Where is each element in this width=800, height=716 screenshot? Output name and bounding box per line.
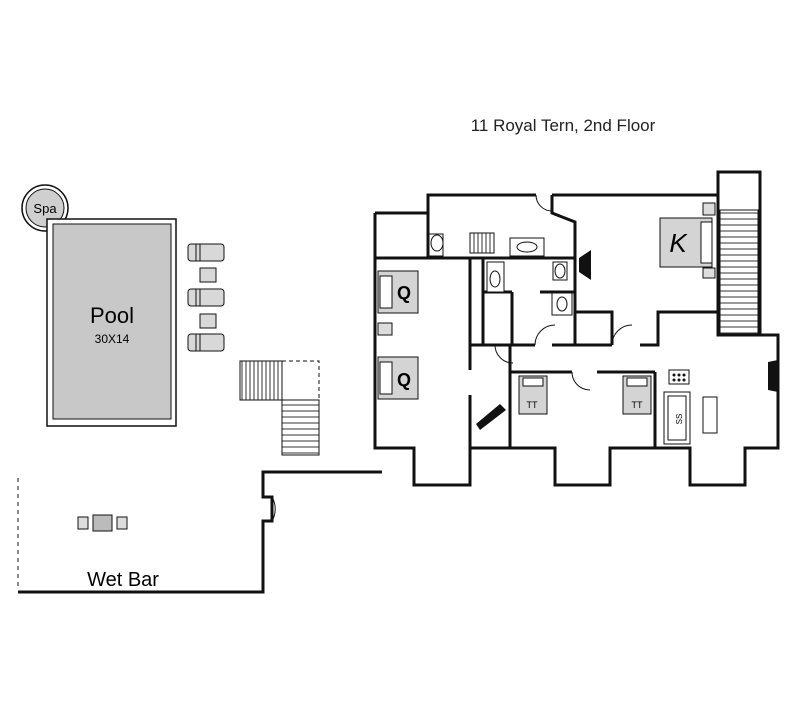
spa-label: Spa (33, 201, 57, 216)
queen-bed-1: Q (377, 270, 419, 336)
twin-bed-1: TT (518, 375, 548, 415)
queen-bed-2: Q (377, 356, 419, 400)
lounge-chairs (187, 243, 225, 352)
wet-bar-area: Wet Bar (17, 470, 382, 594)
pool: Pool 30X14 (46, 218, 177, 427)
twin-bed-1-label: TT (527, 400, 538, 410)
king-bed-label: K (669, 228, 688, 258)
queen-bed-1-label: Q (397, 283, 411, 303)
door-swings (494, 194, 633, 391)
king-bed: K (659, 202, 716, 279)
sofa-label: SS (675, 414, 684, 425)
twin-bed-2: TT (622, 375, 652, 415)
fireplaces (476, 250, 778, 430)
pool-label: Pool (90, 303, 134, 328)
interior-walls (375, 195, 760, 448)
pool-size-label: 30X14 (95, 332, 130, 346)
queen-bed-2-label: Q (397, 370, 411, 390)
bathroom-fixtures (428, 232, 573, 316)
exterior-stairs (239, 360, 320, 456)
house-walls (373, 170, 780, 487)
living-area-furniture: SS (663, 369, 718, 445)
wet-bar-label: Wet Bar (87, 569, 159, 591)
interior-stairs (719, 209, 759, 335)
twin-bed-2-label: TT (632, 400, 643, 410)
floor-plan-title: 11 Royal Tern, 2nd Floor (470, 116, 656, 135)
